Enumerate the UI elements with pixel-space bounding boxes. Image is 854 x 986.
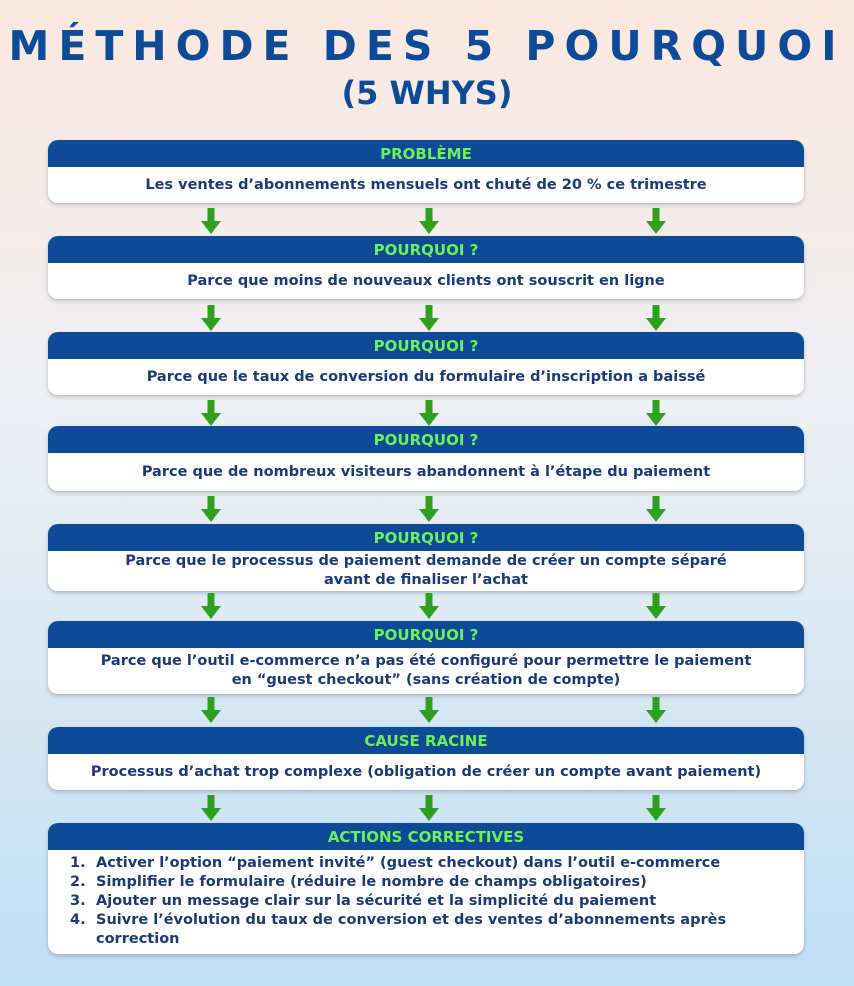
down-arrow-icon (646, 795, 666, 821)
why-header-4: POURQUOI ? (48, 524, 804, 551)
root-cause-header: CAUSE RACINE (48, 727, 804, 754)
down-arrow-icon (646, 208, 666, 234)
down-arrow-icon (419, 496, 439, 522)
problem-text: Les ventes d’abonnements mensuels ont ch… (145, 176, 707, 193)
down-arrow-icon (419, 593, 439, 619)
root-cause-text: Processus d’achat trop complexe (obligat… (90, 763, 762, 780)
down-arrow-icon (201, 697, 221, 723)
down-arrow-icon (419, 208, 439, 234)
down-arrow-icon (646, 697, 666, 723)
why-text-1: Parce que moins de nouveaux clients ont … (187, 272, 665, 289)
action-num: 2. (70, 874, 86, 890)
action-text: Suivre l’évolution du taux de conversion… (96, 912, 727, 947)
action-num: 3. (70, 893, 86, 909)
down-arrow-icon (419, 400, 439, 426)
problem-box: PROBLÈME Les ventes d’abonnements mensue… (48, 140, 804, 203)
down-arrow-icon (201, 795, 221, 821)
down-arrow-icon (646, 593, 666, 619)
problem-header: PROBLÈME (48, 140, 804, 167)
why-text-4: Parce que le processus de paiement deman… (48, 551, 804, 591)
root-cause-box: CAUSE RACINE Processus d’achat trop comp… (48, 727, 804, 790)
why-text-5-line-2: en “guest checkout” (sans création de co… (231, 672, 621, 688)
why-text-5: Parce que l’outil e-commerce n’a pas été… (48, 648, 804, 694)
why-text-5-line-1: Parce que l’outil e-commerce n’a pas été… (100, 653, 752, 669)
down-arrow-icon (646, 496, 666, 522)
action-item: 3. Ajouter un message clair sur la sécur… (70, 892, 784, 911)
why-header-1: POURQUOI ? (48, 236, 804, 263)
page-title: MÉTHODE DES 5 POURQUOI (8, 22, 846, 70)
why-header-2: POURQUOI ? (48, 332, 804, 359)
action-item: 1. Activer l’option “paiement invité” (g… (70, 854, 784, 873)
down-arrow-icon (646, 400, 666, 426)
page-subtitle: (5 WHYS) (341, 74, 513, 112)
down-arrow-icon (201, 400, 221, 426)
actions-list: 1. Activer l’option “paiement invité” (g… (48, 850, 804, 954)
down-arrow-icon (201, 593, 221, 619)
action-item: 2. Simplifier le formulaire (réduire le … (70, 873, 784, 892)
action-num: 4. (70, 912, 86, 928)
why-box-5: POURQUOI ? Parce que l’outil e-commerce … (48, 621, 804, 694)
why-box-4: POURQUOI ? Parce que le processus de pai… (48, 524, 804, 591)
down-arrow-icon (201, 208, 221, 234)
why-box-2: POURQUOI ? Parce que le taux de conversi… (48, 332, 804, 395)
why-header-3: POURQUOI ? (48, 426, 804, 453)
why-box-1: POURQUOI ? Parce que moins de nouveaux c… (48, 236, 804, 299)
down-arrow-icon (419, 305, 439, 331)
why-header-5: POURQUOI ? (48, 621, 804, 648)
down-arrow-icon (201, 305, 221, 331)
action-text: Activer l’option “paiement invité” (gues… (96, 855, 721, 871)
actions-header: ACTIONS CORRECTIVES (48, 823, 804, 850)
down-arrow-icon (419, 697, 439, 723)
actions-box: ACTIONS CORRECTIVES 1. Activer l’option … (48, 823, 804, 954)
action-text: Ajouter un message clair sur la sécurité… (96, 893, 657, 909)
down-arrow-icon (646, 305, 666, 331)
why-text-4-line-1: Parce que le processus de paiement deman… (125, 553, 727, 569)
why-text-3: Parce que de nombreux visiteurs abandonn… (141, 463, 711, 480)
down-arrow-icon (201, 496, 221, 522)
why-box-3: POURQUOI ? Parce que de nombreux visiteu… (48, 426, 804, 491)
why-text-2: Parce que le taux de conversion du formu… (146, 368, 706, 385)
action-text: Simplifier le formulaire (réduire le nom… (96, 874, 647, 890)
action-item: 4. Suivre l’évolution du taux de convers… (70, 911, 784, 949)
action-num: 1. (70, 855, 86, 871)
down-arrow-icon (419, 795, 439, 821)
why-text-4-line-2: avant de finaliser l’achat (324, 572, 528, 588)
